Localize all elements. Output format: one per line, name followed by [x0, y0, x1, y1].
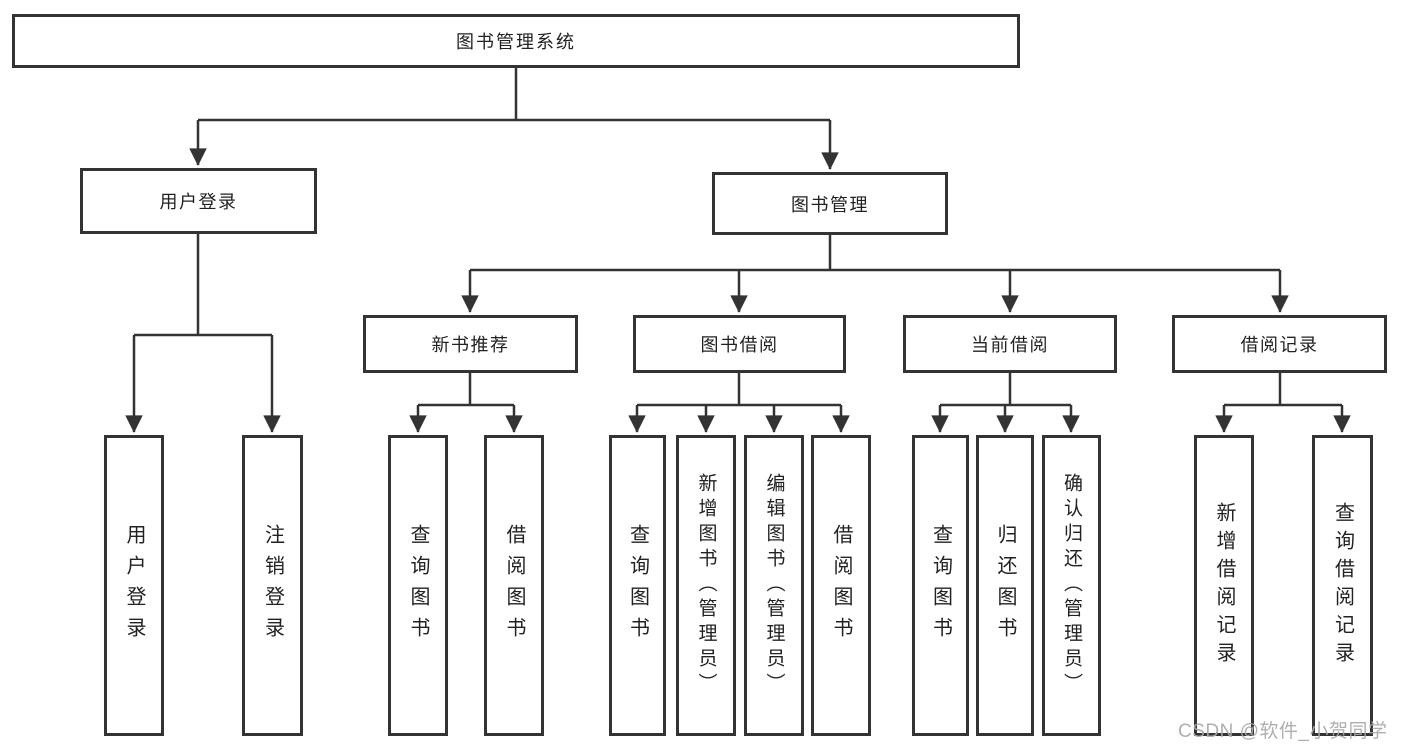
node-leaf-query-book-borrowing: 查询图书	[609, 435, 666, 736]
csdn-watermark: CSDN @软件_小贺同学	[1178, 721, 1388, 742]
node-leaf-edit-book-admin: 编辑图书（管理员）	[744, 435, 804, 736]
node-user-login-group: 用户登录	[80, 168, 317, 234]
node-leaf-return-book: 归还图书	[976, 435, 1034, 736]
node-leaf-confirm-return-admin: 确认归还（管理员）	[1042, 435, 1101, 736]
node-book-management: 图书管理	[712, 172, 948, 235]
node-leaf-borrow-book-borrowing: 借阅图书	[811, 435, 871, 736]
node-leaf-query-borrow-record: 查询借阅记录	[1312, 435, 1373, 736]
node-leaf-add-book-admin: 新增图书（管理员）	[676, 435, 736, 736]
leaf-label: 查询图书	[626, 523, 649, 648]
node-book-borrowing: 图书借阅	[633, 315, 846, 373]
node-leaf-logout: 注销登录	[242, 435, 303, 736]
leaf-label: 归还图书	[994, 523, 1016, 648]
node-current-borrowing: 当前借阅	[903, 315, 1117, 373]
leaf-label: 用户登录	[123, 523, 145, 648]
node-new-book-recommendation: 新书推荐	[363, 315, 578, 373]
leaf-label: 借阅图书	[830, 523, 852, 648]
leaf-label: 查询图书	[929, 523, 952, 648]
leaf-label: 注销登录	[261, 523, 284, 648]
node-borrowing-records: 借阅记录	[1172, 315, 1387, 373]
node-leaf-borrow-book-recommend: 借阅图书	[484, 435, 544, 736]
node-leaf-add-borrow-record: 新增借阅记录	[1194, 435, 1254, 736]
leaf-label: 新增借阅记录	[1213, 501, 1235, 670]
node-library-management-system: 图书管理系统	[12, 14, 1020, 68]
leaf-label: 编辑图书（管理员）	[763, 473, 785, 698]
node-leaf-query-book-recommend: 查询图书	[388, 435, 448, 736]
node-leaf-user-login: 用户登录	[104, 435, 164, 736]
node-leaf-query-book-current: 查询图书	[912, 435, 969, 736]
leaf-label: 确认归还（管理员）	[1061, 473, 1082, 698]
leaf-label: 查询借阅记录	[1331, 501, 1354, 670]
leaf-label: 新增图书（管理员）	[695, 473, 717, 698]
leaf-label: 查询图书	[407, 523, 429, 648]
leaf-label: 借阅图书	[503, 523, 525, 648]
